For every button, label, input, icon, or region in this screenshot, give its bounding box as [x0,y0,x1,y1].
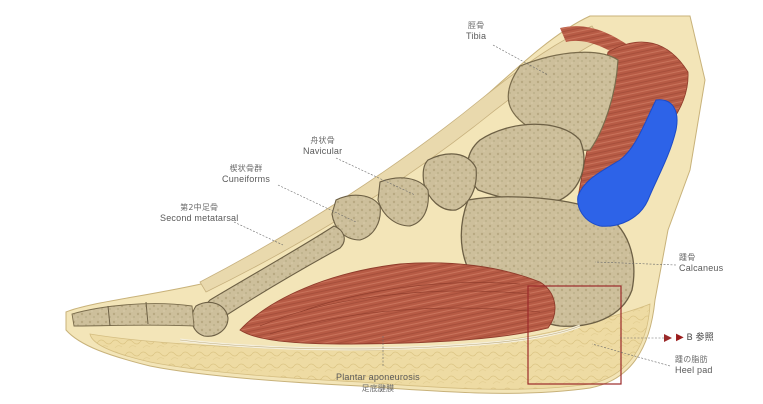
label-second-metatarsal-jp: 第2中足骨 [180,203,219,212]
label-cuneiforms-en: Cuneiforms [222,174,271,184]
reference-label: ▶ B 参照 [676,332,714,343]
label-tibia-en: Tibia [466,31,487,41]
label-navicular-en: Navicular [303,146,343,156]
label-plantar-aponeurosis-en: Plantar aponeurosis [336,372,420,382]
achilles-tendon-highlight [577,99,678,227]
label-cuneiforms-jp: 楔状骨群 [229,164,263,173]
navicular-bone [422,153,477,211]
label-plantar-aponeurosis: Plantar aponeurosis 足底腱膜 [336,372,420,394]
label-heel-pad: 踵の脂肪 Heel pad [675,354,713,376]
metatarsal-head [191,301,229,337]
reference-arrowhead [664,334,672,342]
plantar-muscles [239,262,556,345]
label-navicular-jp: 舟状骨 [310,136,335,145]
label-navicular: 舟状骨 Navicular [303,135,342,157]
label-heel-pad-jp: 踵の脂肪 [675,355,708,364]
label-calcaneus-en: Calcaneus [679,263,724,273]
label-tibia: 脛骨 Tibia [466,20,486,42]
label-cuneiforms: 楔状骨群 Cuneiforms [222,163,270,185]
reference-text: B 参照 [686,332,714,342]
leader-lines [233,44,677,367]
label-calcaneus: 踵骨 Calcaneus [679,252,723,274]
label-second-metatarsal-en: Second metatarsal [160,213,239,223]
label-tibia-jp: 脛骨 [467,21,485,30]
toe-phalanges [71,303,195,327]
muscle-fibers [259,282,541,335]
cuneiform-bone-1 [377,177,429,227]
label-heel-pad-en: Heel pad [675,365,713,375]
label-second-metatarsal: 第2中足骨 Second metatarsal [160,202,238,224]
heel-highlight-box [527,285,622,385]
reference-arrow-glyph: ▶ [676,332,684,343]
label-plantar-aponeurosis-jp: 足底腱膜 [361,384,395,393]
label-calcaneus-jp: 踵骨 [679,253,696,262]
